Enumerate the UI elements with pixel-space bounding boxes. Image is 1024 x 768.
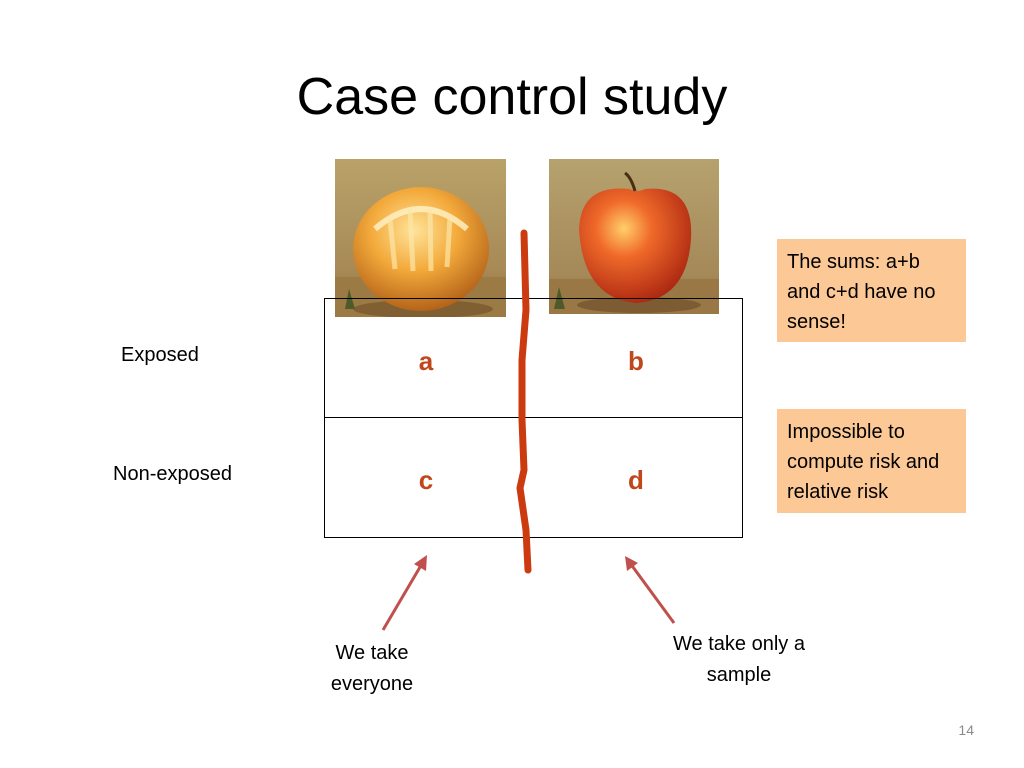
table-divider — [325, 417, 742, 418]
orange-image — [335, 159, 506, 317]
note-risk: Impossible to compute risk and relative … — [777, 409, 966, 513]
arrow-everyone — [381, 555, 427, 631]
cell-d: d — [628, 465, 644, 495]
page-number: 14 — [958, 722, 974, 738]
row-label-exposed: Exposed — [121, 344, 199, 366]
cell-b: b — [628, 346, 644, 376]
contingency-table — [324, 298, 743, 538]
caption-everyone: We take everyone — [330, 642, 414, 695]
row-label-non-exposed: Non-exposed — [113, 463, 232, 485]
apple-image — [549, 159, 719, 314]
note-sums: The sums: a+b and c+d have no sense! — [777, 239, 966, 342]
arrow-sample — [625, 556, 676, 624]
caption-sample: We take only a sample — [673, 633, 805, 686]
cell-c: c — [418, 465, 434, 495]
cell-a: a — [418, 346, 434, 376]
divider-line — [516, 229, 532, 574]
slide-title: Case control study — [296, 68, 728, 126]
